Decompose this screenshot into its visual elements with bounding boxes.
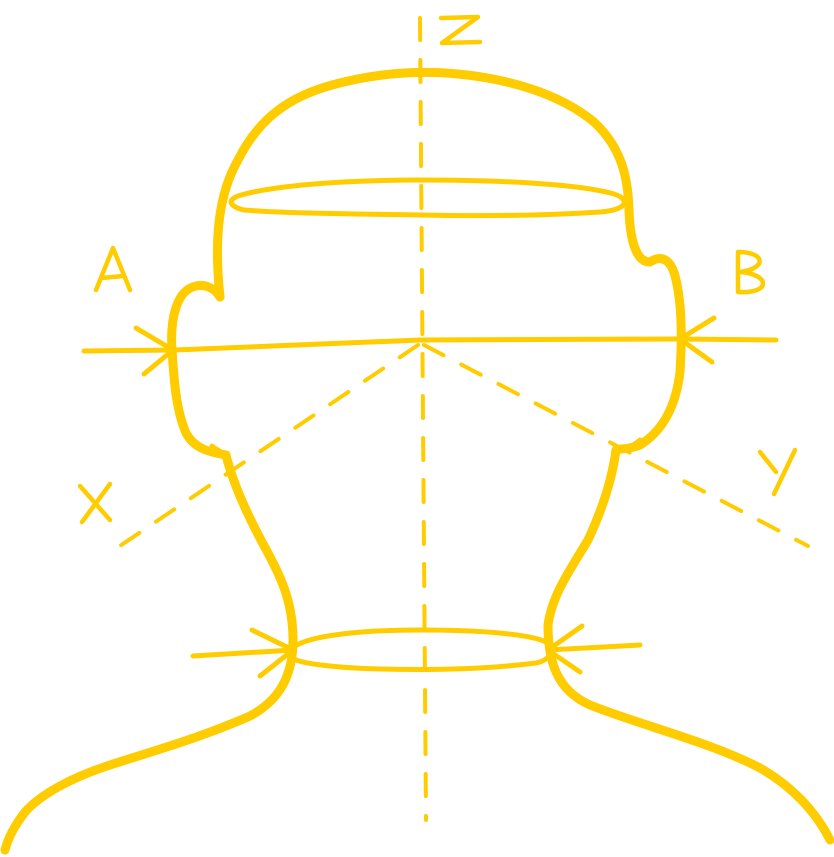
head-outline: [217, 72, 830, 840]
label-x: X: [0, 0, 110, 522]
neck-line-right: [548, 645, 640, 650]
crown-ellipse: [231, 180, 624, 216]
neck-line-left: [193, 650, 293, 656]
label-z: Z: [0, 0, 480, 43]
z-axis-line: [420, 18, 426, 820]
label-a: A: [0, 0, 130, 290]
x-axis-line: [105, 345, 418, 556]
neck-ellipse: [288, 630, 551, 669]
